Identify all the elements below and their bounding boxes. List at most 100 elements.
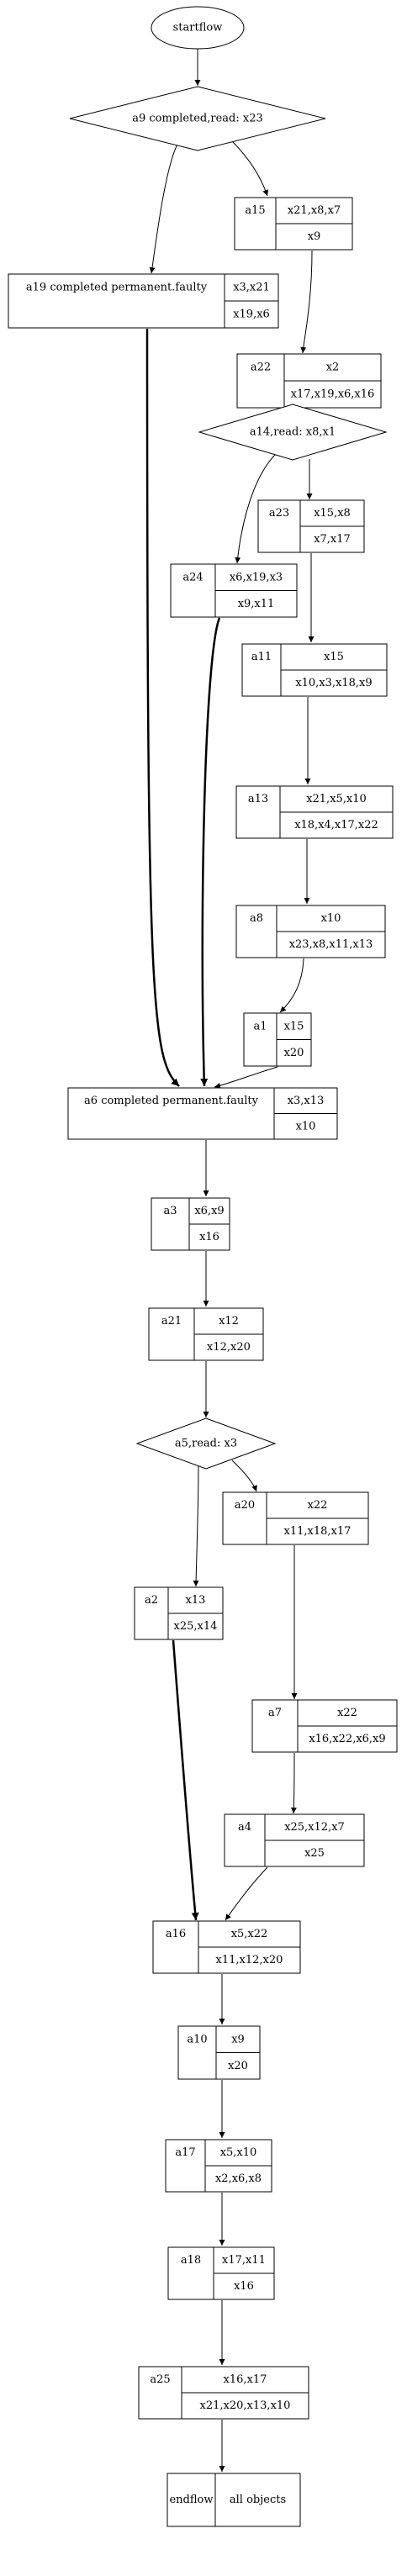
- node-a5: a5,read: x3: [135, 1417, 277, 1470]
- node-a22: a22 x2 x17,x19,x6,x16: [236, 353, 382, 409]
- edge-a2-a16: [172, 1639, 199, 1921]
- decision-diamond: [198, 404, 388, 461]
- node-name: a4: [238, 1821, 251, 1834]
- node-top-vars: x16,x17: [224, 2373, 267, 2386]
- node-name: a2: [145, 1594, 158, 1607]
- edge-a9-a15: [231, 140, 269, 197]
- node-top-vars: x2: [326, 362, 340, 374]
- node-name: a3: [163, 1205, 177, 1217]
- node-name: a15: [245, 204, 265, 217]
- node-top-vars: x13: [186, 1594, 206, 1607]
- node-bottom-vars: x16,x22,x6,x9: [309, 1733, 385, 1745]
- node-a2: a2 x13 x25,x14: [134, 1586, 224, 1640]
- node-top-vars: x6,x9: [194, 1205, 224, 1217]
- edge-a24-a6: [200, 617, 221, 1087]
- start-ellipse: [151, 6, 245, 50]
- edge-a15-a22: [300, 250, 313, 354]
- node-name: a1: [253, 1020, 267, 1032]
- node-bottom-vars: x10,x3,x18,x9: [295, 677, 372, 689]
- decision-diamond: [135, 1417, 277, 1470]
- node-name: a19 completed permanent.faulty: [26, 282, 208, 294]
- node-bottom-vars: x11,x18,x17: [284, 1525, 352, 1538]
- node-name: a7: [268, 1707, 282, 1719]
- node-name: a10: [187, 2033, 207, 2045]
- record-box: [166, 2473, 301, 2527]
- node-top-vars: x12: [219, 1315, 239, 1328]
- node-bottom-vars: x12,x20: [207, 1341, 251, 1354]
- edges-layer: [145, 49, 314, 2472]
- edge-a4-a16: [225, 1866, 268, 1921]
- node-name: a16: [166, 1928, 186, 1940]
- decision-label: a14,read: x8,x1: [250, 426, 336, 439]
- end-cell: all objects: [230, 2494, 286, 2506]
- decision-diamond: [69, 86, 326, 151]
- node-a21: a21 x12 x12,x20: [148, 1307, 264, 1361]
- node-bottom-vars: x21,x20,x13,x10: [200, 2399, 291, 2412]
- edge-a7-a4: [290, 1752, 297, 1814]
- node-start: startflow: [151, 6, 245, 50]
- node-top-vars: x15: [284, 1020, 304, 1032]
- node-a20: a20 x22 x11,x18,x17: [222, 1491, 369, 1545]
- node-top-vars: x25,x12,x7: [284, 1821, 345, 1834]
- node-bottom-vars: x20: [284, 1047, 304, 1059]
- node-bottom-vars: x7,x17: [314, 533, 351, 546]
- end-label: endflow: [169, 2494, 213, 2506]
- decision-label: a9 completed,read: x23: [132, 113, 263, 125]
- node-name: a23: [269, 507, 289, 520]
- edge-a8-a1: [279, 958, 304, 1013]
- start-label: startflow: [173, 22, 223, 34]
- node-name: a24: [182, 571, 203, 583]
- edge-a5-a20: [231, 1460, 257, 1492]
- node-top-vars: x22: [308, 1499, 328, 1512]
- node-bottom-vars: x19,x6: [233, 309, 270, 321]
- node-name: a6 completed permanent.faulty: [84, 1095, 259, 1107]
- node-bottom-vars: x10: [296, 1120, 316, 1132]
- node-top-vars: x6,x19,x3: [230, 571, 283, 583]
- node-a6: a6 completed permanent.faulty x3,x13 x10: [67, 1087, 338, 1140]
- node-name: a17: [175, 2146, 195, 2159]
- node-name: a22: [251, 362, 271, 374]
- node-bottom-vars: x9: [308, 230, 321, 243]
- node-bottom-vars: x17,x19,x6,x16: [291, 388, 375, 401]
- node-bottom-vars: x11,x12,x20: [216, 1954, 283, 1966]
- node-top-vars: x9: [231, 2033, 245, 2045]
- node-a25: a25 x16,x17 x21,x20,x13,x10: [138, 2366, 309, 2420]
- node-a1: a1 x15 x20: [243, 1012, 312, 1067]
- node-top-vars: x5,x22: [231, 1928, 268, 1940]
- node-name: a21: [161, 1315, 182, 1328]
- node-top-vars: x21,x5,x10: [306, 793, 367, 805]
- node-top-vars: x15: [324, 651, 344, 663]
- node-bottom-vars: x23,x8,x11,x13: [289, 938, 373, 951]
- decision-label: a5,read: x3: [175, 1438, 237, 1450]
- node-top-vars: x3,x13: [288, 1095, 325, 1107]
- edge-a14-a24: [235, 451, 278, 564]
- node-a9: a9 completed,read: x23: [69, 86, 326, 151]
- node-name: a20: [235, 1499, 255, 1512]
- node-bottom-vars: x16: [199, 1231, 219, 1243]
- node-a7: a7 x22 x16,x22,x6,x9: [251, 1699, 398, 1753]
- edge-a1-a6: [214, 1066, 278, 1089]
- node-bottom-vars: x16: [234, 2280, 254, 2293]
- node-bottom-vars: x18,x4,x17,x22: [294, 819, 378, 831]
- node-name: a8: [250, 912, 263, 925]
- node-bottom-vars: x25,x14: [174, 1620, 218, 1633]
- node-end: endflow all objects: [166, 2473, 301, 2527]
- node-top-vars: x22: [337, 1707, 357, 1719]
- node-top-vars: x15,x8: [314, 507, 351, 520]
- edge-a19-a6: [145, 328, 180, 1087]
- node-name: a25: [150, 2373, 170, 2386]
- node-top-vars: x5,x10: [220, 2146, 257, 2159]
- edge-a9-a19: [149, 140, 180, 274]
- node-a16: a16 x5,x22 x11,x12,x20: [152, 1920, 301, 1974]
